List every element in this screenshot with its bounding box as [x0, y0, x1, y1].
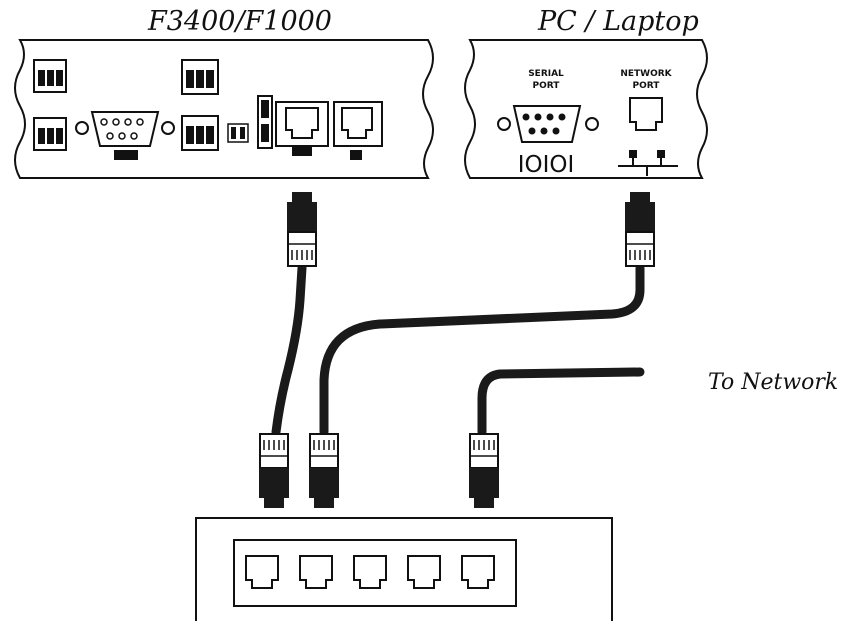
cables: [271, 263, 645, 437]
pc-cable-connector: [624, 191, 656, 267]
pc-serial-port: [497, 105, 599, 143]
network-symbol-icon: [618, 150, 678, 176]
pc-laptop-title: PC / Laptop: [538, 6, 699, 37]
led-indicators: [257, 95, 273, 149]
to-network-label: To Network: [708, 370, 839, 395]
device-panel: [14, 39, 434, 179]
pc-to-switch-cable: [319, 263, 645, 437]
dip-switch: [227, 123, 249, 143]
device-title: F3400/F1000: [148, 6, 332, 37]
serial-port-label-line1: SERIAL: [528, 69, 564, 79]
network-uplink-cable: [477, 367, 645, 437]
network-port-label-line1: NETWORK: [620, 69, 672, 79]
device-to-switch-cable: [271, 263, 307, 437]
device-serial-port: [75, 111, 175, 160]
terminal-block-middle: [181, 59, 219, 151]
device-cable-connector: [286, 191, 318, 267]
switch-connector-1: [258, 433, 290, 509]
network-port-label-line2: PORT: [633, 81, 661, 91]
network-switch: [195, 517, 613, 621]
terminal-block-left: [33, 59, 67, 151]
pc-panel: SERIAL PORT NETWORK PORT IOIOI: [464, 39, 708, 179]
switch-connector-2: [308, 433, 340, 509]
serial-symbol: IOIOI: [518, 152, 575, 178]
pc-network-port: [629, 97, 663, 131]
serial-port-label-line2: PORT: [533, 81, 561, 91]
device-telco-port: [333, 101, 383, 160]
device-network-port: [275, 101, 329, 156]
switch-connector-3: [468, 433, 500, 509]
